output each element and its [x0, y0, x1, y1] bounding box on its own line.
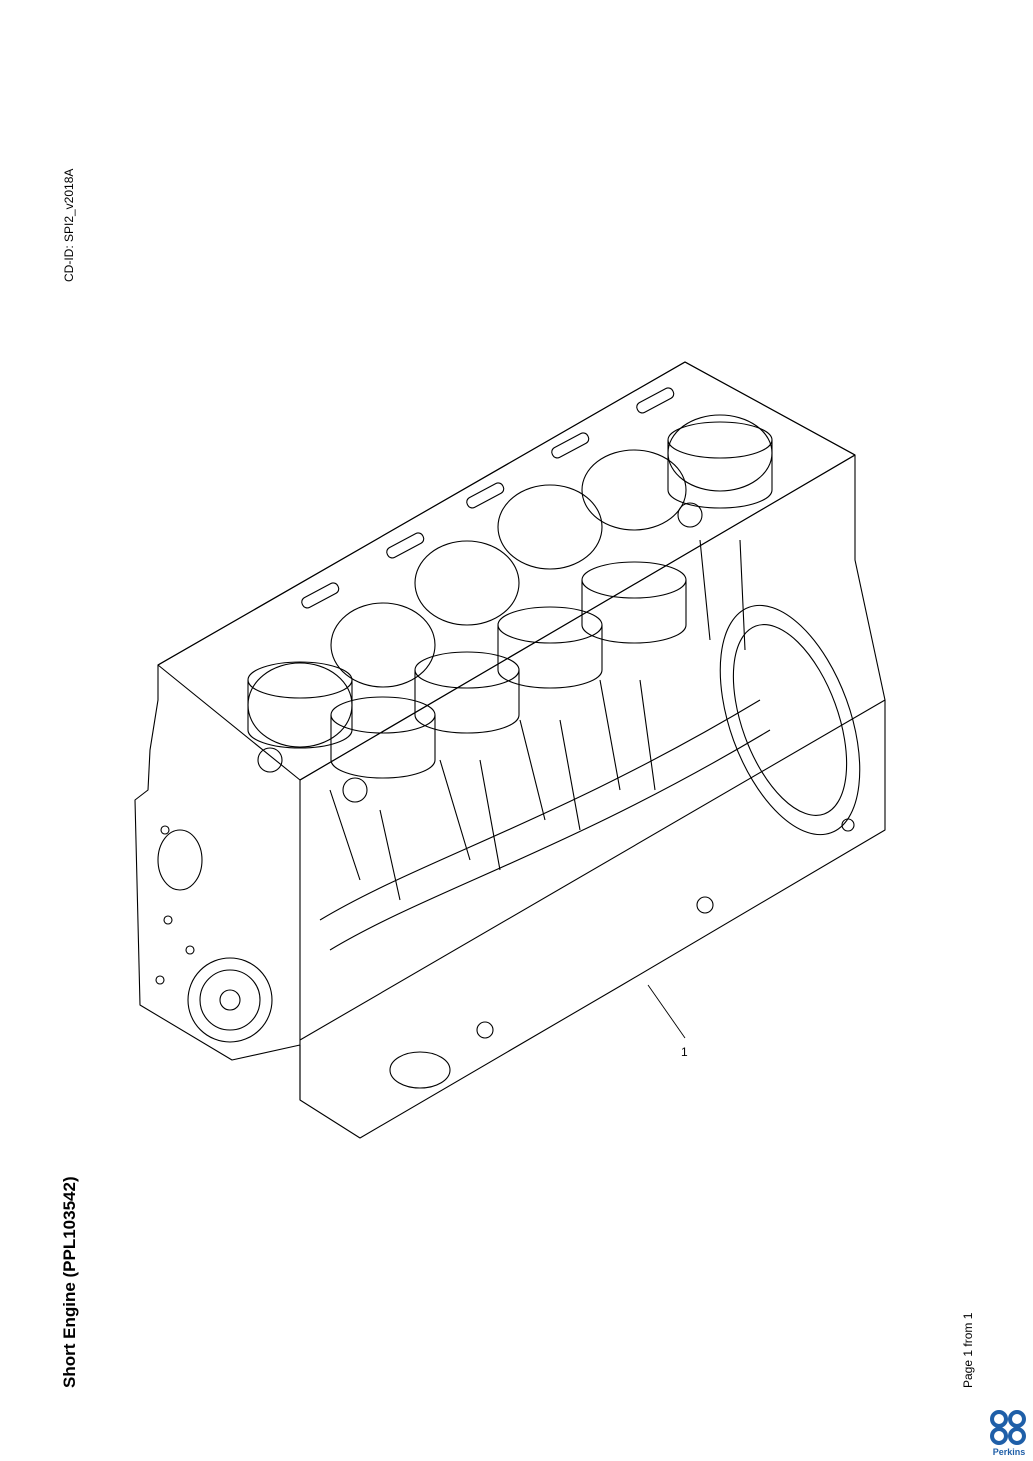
- callout-number: 1: [681, 1045, 688, 1059]
- cylinder-bore: [581, 449, 687, 531]
- flywheel-ring: [719, 604, 861, 836]
- piston: [247, 661, 353, 773]
- connecting-rod: [439, 759, 501, 871]
- piston: [667, 421, 773, 528]
- timing-gear: [187, 957, 273, 1043]
- connecting-rod: [599, 679, 656, 791]
- piston: [497, 606, 603, 689]
- connecting-rod: [329, 789, 401, 901]
- piston: [581, 561, 687, 644]
- crankshaft: [319, 699, 771, 951]
- piston: [414, 651, 520, 734]
- piston: [330, 696, 436, 803]
- cylinder-bore: [414, 540, 520, 626]
- deck-face: [157, 361, 856, 781]
- engine-drawing: [134, 361, 886, 1139]
- callout-leader: [647, 984, 686, 1039]
- document-title: Short Engine (PPL103542): [60, 1176, 79, 1388]
- cylinder-bore: [497, 484, 603, 570]
- connecting-rod: [519, 719, 581, 831]
- connecting-rod: [699, 539, 746, 651]
- perkins-logo: Perkins: [986, 1409, 1030, 1461]
- cd-id-label: CD-ID: SPI2_v2018A: [62, 168, 76, 282]
- logo-wordmark: Perkins: [992, 1447, 1026, 1457]
- cylinder-bore: [247, 662, 353, 748]
- cylinder-bore: [330, 602, 436, 688]
- page-indicator: Page 1 from 1: [961, 1312, 975, 1388]
